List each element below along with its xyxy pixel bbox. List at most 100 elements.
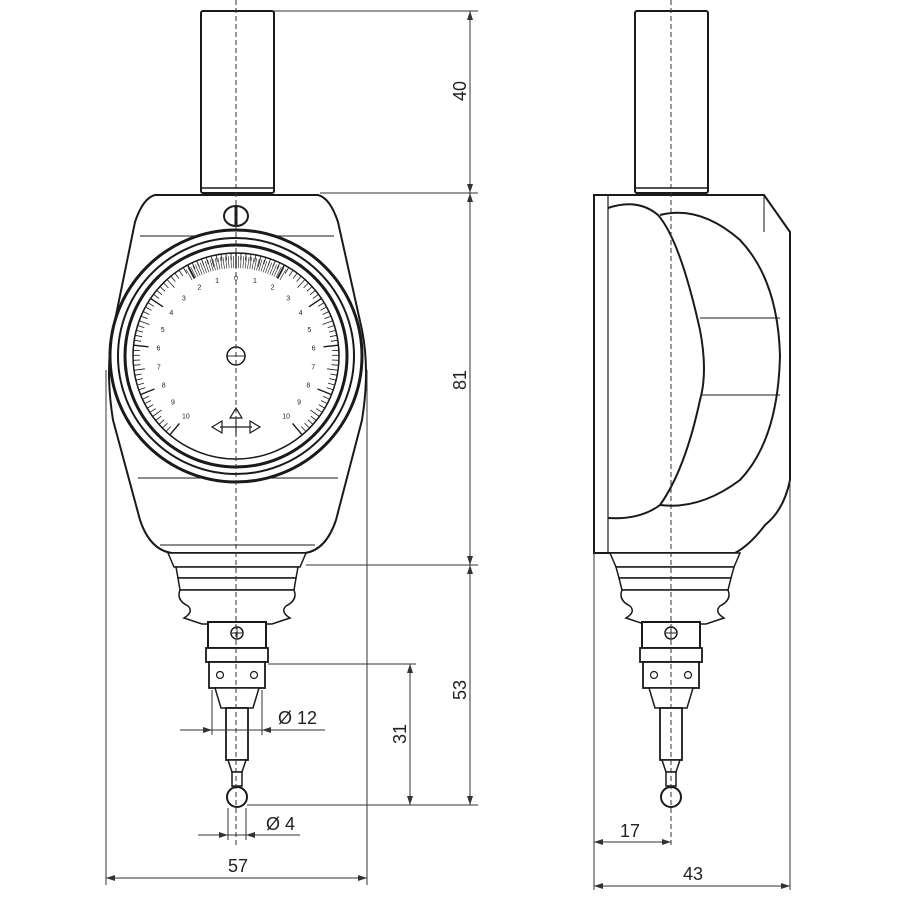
dial-hatch <box>202 261 207 274</box>
dial-scale-label: 10 <box>282 413 290 420</box>
dial-scale-label: 6 <box>156 345 160 352</box>
dial-tick <box>306 286 313 292</box>
dial-tick <box>323 344 339 348</box>
dimension-lines <box>105 10 791 890</box>
dial-tick <box>142 395 150 400</box>
dial-tick <box>296 275 302 282</box>
dimension-arrows <box>106 11 790 889</box>
dial-scale-label: 9 <box>297 399 301 406</box>
dial-hatch <box>262 260 268 273</box>
dial-scale-label: 1 <box>215 278 219 285</box>
dial-tick <box>163 282 169 289</box>
dial-tick <box>328 330 336 333</box>
dial-tick <box>142 311 150 315</box>
dial-tick <box>276 262 281 270</box>
dial-hatch <box>242 256 245 269</box>
dial-hatch <box>271 264 277 276</box>
dial-tick <box>150 297 164 308</box>
dial-tick <box>329 334 337 338</box>
dial-tick <box>158 419 165 425</box>
dial-tick <box>327 325 335 328</box>
dial-hatch <box>258 259 263 272</box>
dial-tick <box>300 426 307 432</box>
dial-tick <box>317 388 332 396</box>
dial-hatch <box>209 259 214 272</box>
dial-hatch <box>273 265 280 277</box>
dial-tick <box>186 264 196 279</box>
dial-tick <box>145 306 152 311</box>
dial-scale-label: 7 <box>311 364 315 371</box>
dial-tick <box>174 272 180 279</box>
dial-scale-label: 6 <box>312 345 316 352</box>
dial-tick <box>159 286 166 292</box>
dial-scale-label: 4 <box>299 310 303 317</box>
dial-tick <box>324 315 332 320</box>
dial-scale-label: 9 <box>171 399 175 406</box>
dial-tick <box>205 257 209 265</box>
dial-tick <box>166 279 175 288</box>
dial-tick <box>310 415 317 421</box>
dial-hatch <box>217 257 221 270</box>
dial-tick <box>327 382 335 386</box>
dial-tick <box>312 293 319 299</box>
dim-side-offset: 17 <box>620 821 640 841</box>
dim-stylus-length: 31 <box>390 724 410 744</box>
dial-tick <box>322 395 330 400</box>
dial-tick <box>245 253 247 261</box>
dial-tick <box>215 254 218 262</box>
dial-hatch <box>275 266 282 278</box>
dial-hatch <box>204 260 210 273</box>
dial-tick <box>308 297 322 308</box>
side-body <box>593 194 791 554</box>
dial-tick <box>133 344 149 348</box>
dial-hatch <box>188 267 195 279</box>
dial-tick <box>140 388 155 396</box>
dial-scale-label: 5 <box>161 327 165 334</box>
dial-hatch <box>269 263 275 275</box>
dial-hatch <box>265 261 270 274</box>
dial-tick <box>320 306 327 311</box>
dial-hatch <box>267 262 273 274</box>
dial-scale-label: 0 <box>234 276 238 283</box>
dial-scale-label: 5 <box>307 327 311 334</box>
dial-hatch <box>251 257 255 270</box>
dial-tick <box>249 254 252 262</box>
dial-tick <box>225 253 227 261</box>
dial-tick <box>133 368 145 371</box>
dial-hatch <box>199 262 205 274</box>
dial-ticks <box>133 253 339 436</box>
dial-tick <box>182 267 188 274</box>
dial-tick <box>318 404 326 409</box>
dial-hatch <box>192 265 199 277</box>
front-holder-top <box>205 647 269 663</box>
dial-hatch <box>279 269 287 280</box>
dial-hatch <box>254 258 258 270</box>
side-shank <box>634 10 709 194</box>
front-stylus-ball <box>226 786 248 808</box>
dial-tick <box>147 302 155 307</box>
side-dial-bulge <box>607 203 705 520</box>
dial-scale-label: 1 <box>253 278 257 285</box>
dial-tick <box>191 262 196 270</box>
dial-tick <box>170 275 176 282</box>
front-ring-2 <box>177 577 297 591</box>
dial-scale-label: 8 <box>306 383 310 390</box>
front-ring-1 <box>175 566 299 579</box>
dial-scale-label: 3 <box>286 296 290 303</box>
dial-hatch <box>207 260 212 272</box>
dial-hatch <box>249 257 252 270</box>
dial-tick <box>322 311 330 315</box>
dial-hatch <box>212 258 216 271</box>
dial-hatch <box>195 264 201 276</box>
dial-hatch <box>230 256 232 269</box>
dial-tick <box>284 267 290 274</box>
dial-hatch <box>277 267 284 279</box>
dial-tick <box>138 387 146 391</box>
dial-hatch <box>256 258 260 271</box>
dial-tick <box>162 422 168 429</box>
front-stylus-shaft <box>225 707 249 761</box>
dial-tick <box>257 256 262 267</box>
dial-hatch <box>190 266 197 278</box>
dial-tick <box>326 387 334 391</box>
